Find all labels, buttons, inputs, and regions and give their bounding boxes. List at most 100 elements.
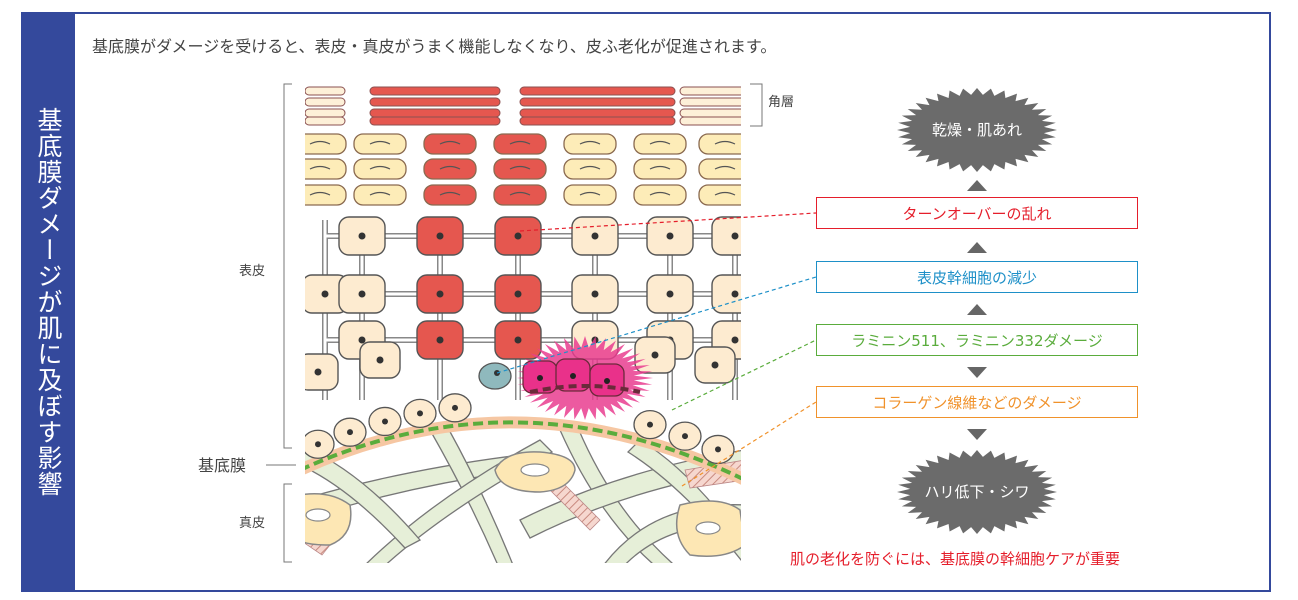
flow-arrows [967, 180, 987, 440]
granular-cell [353, 133, 407, 155]
granular-nucleus [579, 165, 601, 170]
granular-cell [563, 158, 617, 180]
corneum-flake [305, 108, 346, 118]
corneum-flake [305, 97, 346, 107]
cell-nucleus [731, 336, 739, 344]
granular-cell [698, 158, 741, 180]
burst-bottom [897, 450, 1057, 534]
granular-cell [563, 133, 617, 155]
granular-cell [353, 158, 407, 180]
granular-nucleus [714, 191, 736, 196]
corneum-flake [519, 108, 676, 118]
granular-layer [305, 133, 741, 206]
corneum-flake [369, 108, 501, 118]
granular-cell [698, 133, 741, 155]
granular-nucleus [509, 140, 531, 145]
granular-cell [493, 133, 547, 155]
cell-nucleus [647, 421, 653, 428]
granular-nucleus [509, 165, 531, 170]
burst-top [897, 88, 1057, 172]
cell-nucleus [514, 336, 522, 344]
spinous-cell [711, 274, 741, 314]
cell-nucleus [514, 232, 522, 240]
label-dermis: 真皮 [239, 516, 265, 531]
granular-nucleus [439, 140, 461, 145]
granular-nucleus [309, 140, 331, 145]
cell-nucleus [358, 232, 366, 240]
footnote: 肌の老化を防ぐには、基底膜の幹細胞ケアが重要 [790, 550, 1121, 568]
cell-nucleus [731, 290, 739, 298]
arrow-down-1 [967, 367, 987, 378]
leader-lines [496, 212, 817, 487]
granular-cell [305, 158, 347, 180]
cell-nucleus [315, 441, 321, 448]
cell-nucleus [604, 378, 610, 384]
cell-nucleus [731, 232, 739, 240]
granular-cell [493, 184, 547, 206]
granular-cell [563, 184, 617, 206]
granular-nucleus [369, 191, 391, 196]
cell-nucleus [682, 433, 688, 440]
box-laminin: ラミニン511、ラミニン332ダメージ [816, 324, 1138, 356]
skin-cross-section [305, 86, 741, 563]
box-collagen: コラーゲン線維などのダメージ [816, 386, 1138, 418]
granular-nucleus [579, 140, 601, 145]
cell-nucleus [651, 351, 659, 359]
granular-cell [353, 184, 407, 206]
layer-brackets [266, 83, 763, 563]
granular-nucleus [369, 165, 391, 170]
arrow-up-1 [967, 180, 987, 191]
corneum-flake [305, 86, 346, 96]
corneum-flake [679, 97, 741, 107]
granular-nucleus [579, 191, 601, 196]
granular-nucleus [509, 191, 531, 196]
cell-nucleus [715, 446, 721, 453]
basal-layer [305, 362, 735, 465]
granular-nucleus [369, 140, 391, 145]
label-epidermis: 表皮 [239, 264, 265, 279]
granular-nucleus [439, 191, 461, 196]
corneum-flake [305, 116, 346, 126]
corneum-flake [369, 97, 501, 107]
stem-cell [478, 362, 512, 390]
granular-cell [423, 184, 477, 206]
cell-nucleus [666, 232, 674, 240]
cell-nucleus [591, 290, 599, 298]
corneum-flake [519, 116, 676, 126]
spinous-layer [305, 216, 741, 391]
corneum-flake [369, 116, 501, 126]
box-turnover: ターンオーバーの乱れ [816, 197, 1138, 229]
box-stem-cell: 表皮幹細胞の減少 [816, 261, 1138, 293]
granular-nucleus [309, 165, 331, 170]
corneum-flake [369, 86, 501, 96]
granular-nucleus [649, 165, 671, 170]
granular-nucleus [439, 165, 461, 170]
corneum-flake [679, 86, 741, 96]
cell-nucleus [358, 290, 366, 298]
corneum-flake [519, 97, 676, 107]
cell-nucleus [591, 232, 599, 240]
label-stratum-corneum: 角層 [768, 95, 794, 110]
cell-nucleus [358, 336, 366, 344]
cell-nucleus [436, 336, 444, 344]
spinous-cell [711, 216, 741, 256]
granular-cell [305, 184, 347, 206]
granular-nucleus [649, 140, 671, 145]
label-basement-membrane: 基底膜 [198, 456, 246, 475]
cell-nucleus [314, 368, 322, 376]
damaged-membrane [529, 384, 641, 394]
cell-nucleus [452, 404, 458, 411]
granular-cell [305, 133, 347, 155]
intro-text: 基底膜がダメージを受けると、表皮・真皮がうまく機能しなくなり、皮ふ老化が促進され… [92, 37, 777, 56]
arrow-down-2 [967, 429, 987, 440]
cell-nucleus [321, 290, 329, 298]
cell-nucleus [382, 418, 388, 425]
arrow-up-3 [967, 304, 987, 315]
granular-cell [423, 133, 477, 155]
granular-nucleus [309, 191, 331, 196]
granular-nucleus [714, 140, 736, 145]
granular-cell [698, 184, 741, 206]
cell-nucleus [376, 356, 384, 364]
cell-nucleus [436, 290, 444, 298]
